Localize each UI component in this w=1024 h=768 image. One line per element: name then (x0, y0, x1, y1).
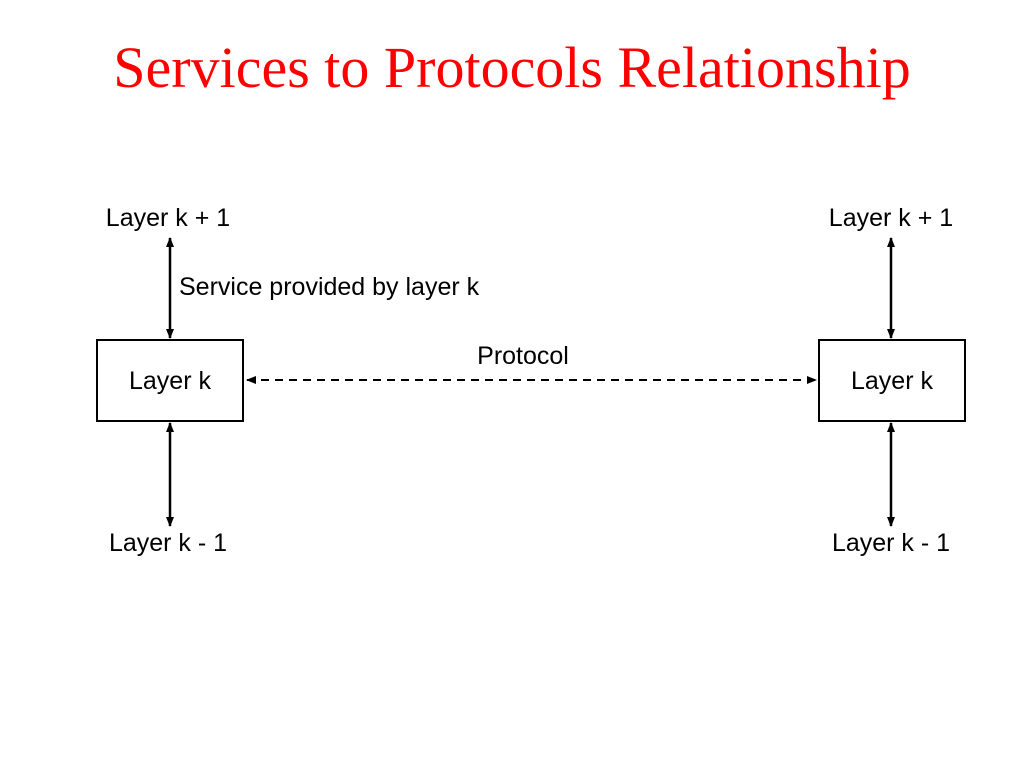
service-label: Service provided by layer k (179, 273, 480, 301)
left-layer-k-box (96, 339, 244, 422)
left-upper-layer-label: Layer k + 1 (106, 204, 230, 232)
protocol-label: Protocol (477, 342, 569, 370)
right-layer-k-box (818, 339, 966, 422)
left-layer-k-label: Layer k (129, 367, 211, 395)
slide-title: Services to Protocols Relationship (113, 35, 911, 100)
right-lower-layer-label: Layer k - 1 (832, 529, 950, 557)
right-layer-k-label: Layer k (851, 367, 933, 395)
left-lower-layer-label: Layer k - 1 (109, 529, 227, 557)
right-upper-layer-label: Layer k + 1 (829, 204, 953, 232)
